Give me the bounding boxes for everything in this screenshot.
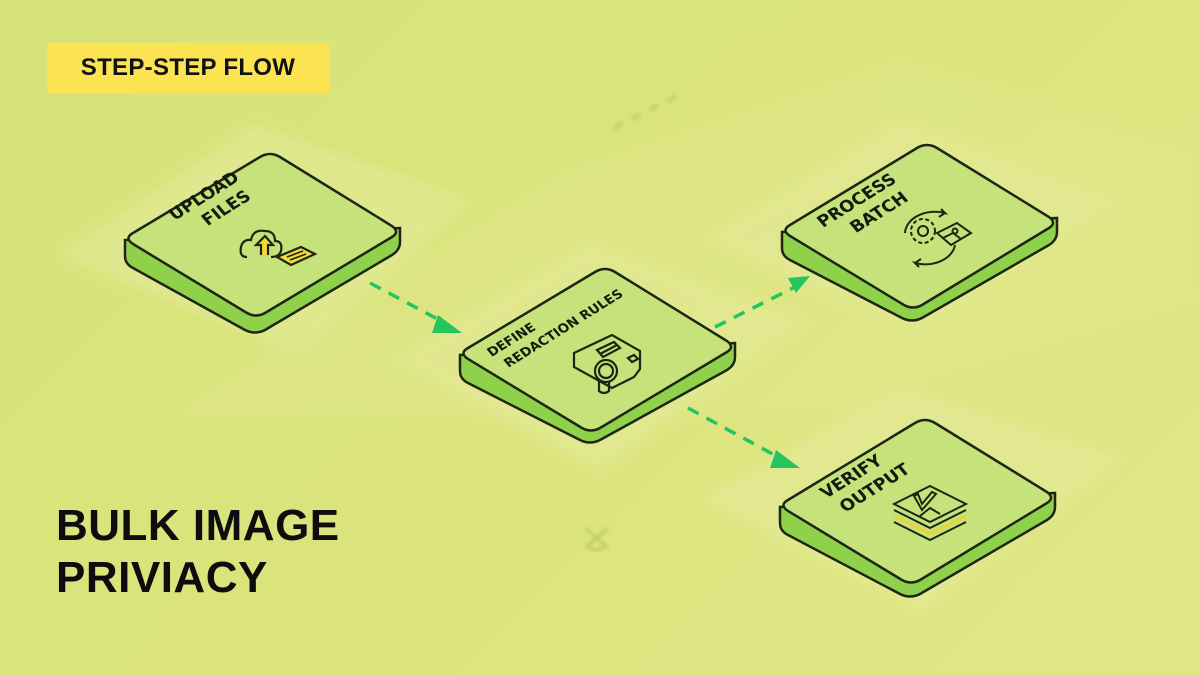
- document-search-icon: [572, 333, 642, 395]
- arrow-define-to-verify: [687, 406, 781, 460]
- arrowhead-icon: [432, 315, 462, 333]
- cloud-upload-icon: [239, 229, 318, 267]
- title-line-1: BULK IMAGE: [56, 501, 340, 550]
- decorative-knot-icon: [584, 526, 609, 552]
- flow-arrows: [369, 281, 796, 460]
- arrowhead-icon: [770, 450, 800, 468]
- flow-type-badge: STEP-STEP FLOW: [47, 43, 329, 93]
- stacked-images-check-icon: [891, 484, 969, 542]
- gear-image-cycle-icon: [904, 208, 973, 268]
- arrow-define-to-process: [714, 285, 796, 329]
- page-title: BULK IMAGE PRIVIACY: [56, 500, 340, 604]
- arrowhead-icon: [788, 276, 810, 293]
- arrowheads: [432, 276, 810, 468]
- title-line-2: PRIVIACY: [56, 553, 268, 602]
- decorative-chevrons: [612, 94, 678, 130]
- step-node-process-batch[interactable]: PROCESS BATCH: [780, 143, 1059, 322]
- arrow-upload-to-define: [369, 281, 446, 325]
- badge-label: STEP-STEP FLOW: [80, 54, 296, 81]
